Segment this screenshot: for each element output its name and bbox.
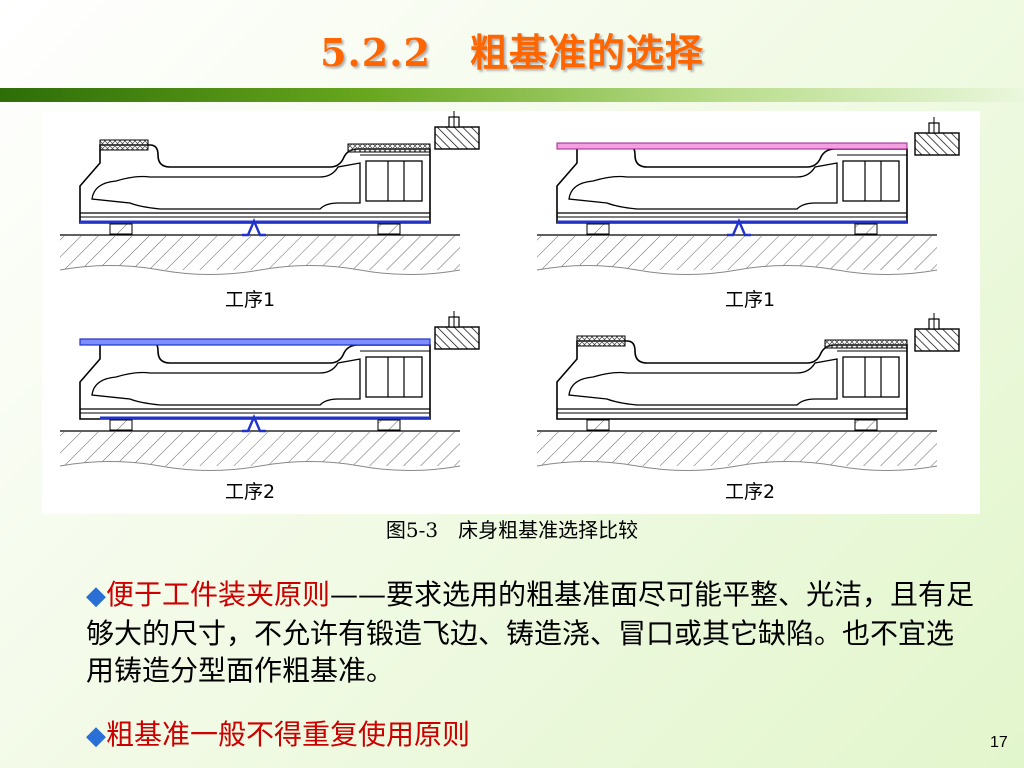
diamond-bullet-icon: ◆ [86, 581, 106, 611]
step-label-bottom-right: 工序2 [725, 481, 775, 503]
page-number: 17 [990, 734, 1008, 751]
bullet-heading: 粗基准一般不得重复使用原则 [106, 718, 471, 751]
figure-caption: 图5-3 床身粗基准选择比较 [385, 518, 639, 542]
step-label-top-right: 工序1 [725, 289, 775, 311]
title-underline-bar [0, 88, 1024, 102]
em-dash: —— [330, 578, 387, 611]
diamond-bullet-icon: ◆ [86, 721, 106, 751]
lathe-bed-figure: 工序1 工序1 工序2 工序2 [42, 111, 980, 514]
bullet-clamping-principle: ◆便于工件装夹原则——要求选用的粗基准面尽可能平整、光洁，且有足够大的尺寸，不允… [86, 576, 976, 689]
bullet-body: 要求选用的粗基准面尽可能平整、光洁，且有足够大的尺寸，不允许有锻造飞边、铸造浇、… [86, 578, 975, 687]
bullet-no-reuse-principle: ◆粗基准一般不得重复使用原则 [86, 716, 976, 755]
lathe-bed-diagram: 工序1 工序1 工序2 工序2 [59, 111, 960, 503]
slide-title: 5.2.2 粗基准的选择 [320, 30, 704, 75]
step-label-top-left: 工序1 [225, 289, 275, 311]
step-label-bottom-left: 工序2 [225, 481, 275, 503]
bullet-heading: 便于工件装夹原则 [106, 578, 331, 611]
